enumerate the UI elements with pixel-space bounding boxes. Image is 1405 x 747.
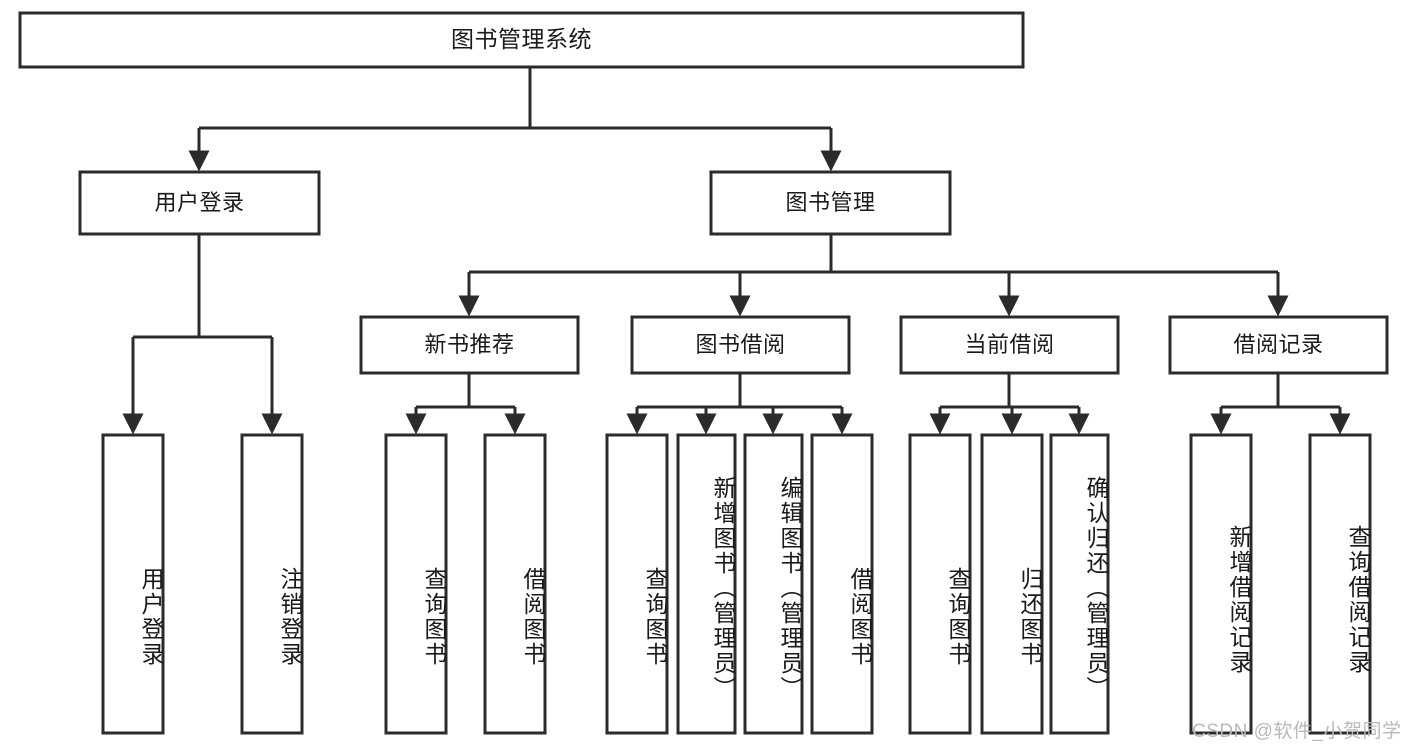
node-box-borrow-record[interactable]	[1168, 315, 1389, 375]
leaf-box-borrow-book-2[interactable]	[810, 433, 874, 735]
node-box-user-login[interactable]	[78, 170, 321, 236]
leaf-box-user-login[interactable]	[101, 433, 165, 735]
leaf-box-borrow-book-1[interactable]	[483, 433, 547, 735]
node-box-new-book-recommend[interactable]	[359, 315, 580, 375]
leaf-box-query-book-2[interactable]	[605, 433, 669, 735]
leaf-box-query-book-3[interactable]	[908, 433, 972, 735]
leaf-box-logout[interactable]	[240, 433, 304, 735]
leaf-box-query-borrow-record[interactable]	[1308, 433, 1372, 735]
leaf-box-query-book-1[interactable]	[384, 433, 448, 735]
node-box-root[interactable]	[18, 11, 1025, 69]
leaf-box-edit-book-admin[interactable]	[743, 433, 804, 735]
leaf-box-add-book-admin[interactable]	[676, 433, 737, 735]
node-box-book-borrow[interactable]	[630, 315, 851, 375]
leaf-box-confirm-return-admin[interactable]	[1049, 433, 1110, 735]
leaf-box-return-book[interactable]	[980, 433, 1044, 735]
node-box-current-borrow[interactable]	[899, 315, 1120, 375]
node-box-book-management[interactable]	[709, 170, 952, 236]
leaf-box-add-borrow-record[interactable]	[1189, 433, 1253, 735]
